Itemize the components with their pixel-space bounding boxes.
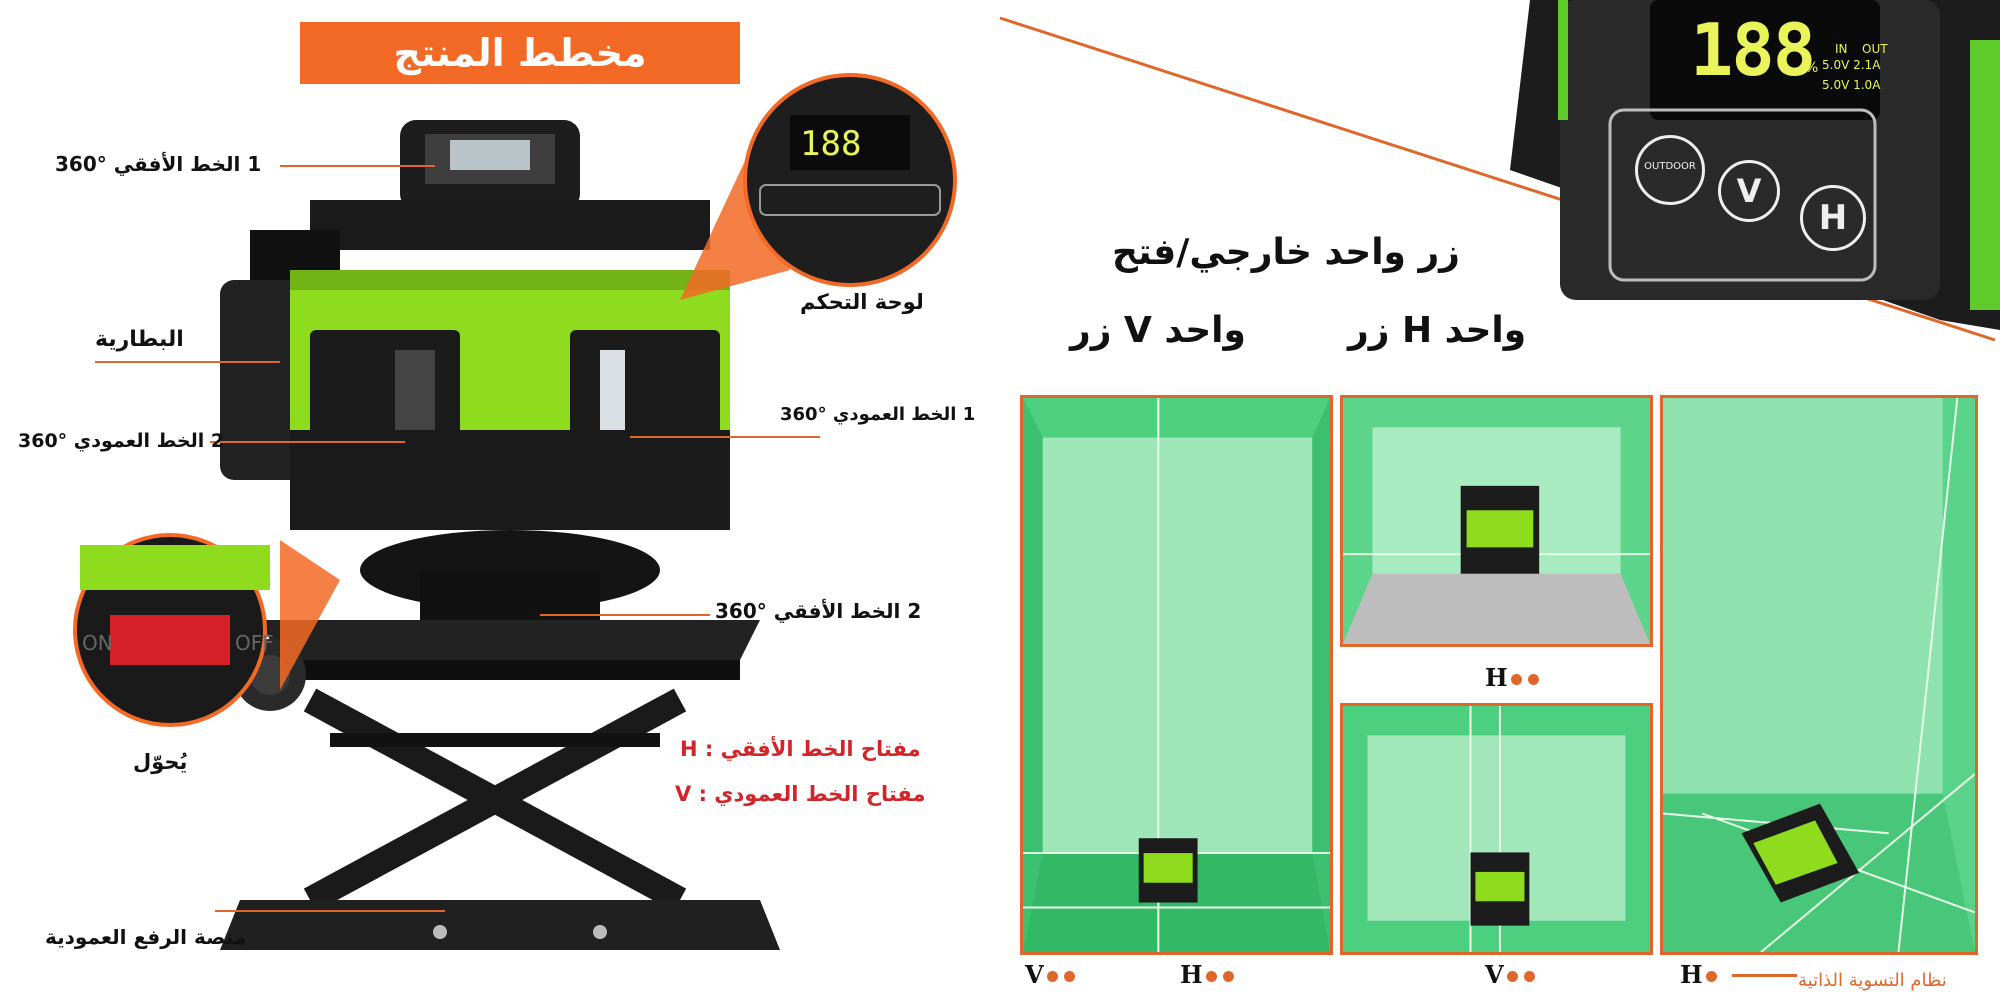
h-button[interactable]: H [1800,185,1866,251]
body-top [310,200,710,250]
lcd-out-label: OUT [1862,42,1888,56]
caption-panel1-h: H [1180,960,1237,989]
body-lower [290,430,730,530]
headline-v-button: واحد V زر [1070,310,1246,351]
label-lift-platform: منصة الرفع العمودية [45,925,247,949]
headline-h-button: واحد H زر [1348,310,1527,351]
leader-h2 [540,614,710,616]
power-switch [110,615,230,665]
lift-platform-base [220,900,780,950]
control-panel-closeup [999,0,2000,342]
room-panel-v [1340,703,1653,955]
caption-panel3-v: V [1485,960,1538,989]
headline-outdoor-button: زر واحد خارجي/فتح [1112,232,1460,273]
label-horizontal-line-2: 2 الخط الأفقي °360 [715,599,922,623]
svg-text:ON: ON [82,631,113,655]
room-panel-self-leveling [1660,395,1978,955]
leader-lift [215,910,445,912]
room-panel-vh [1020,395,1333,955]
product-diagram-title: مخطط المنتج [300,22,740,84]
switch-zoom: ON OFF [73,533,340,727]
label-switch: يُحوّل [133,750,188,774]
caption-panel4-h: H [1680,960,1797,989]
outdoor-button[interactable]: OUTDOOR [1635,135,1705,205]
label-vertical-line-1: 1 الخط العمودي °360 [780,404,976,425]
caption-self-leveling: نظام التسوية الذاتية [1798,970,1947,991]
label-horizontal-line-1: 1 الخط الأفقي °360 [55,152,262,176]
room-panel-h [1340,395,1653,647]
laser-level-illustration [220,120,780,950]
leader-battery [95,361,280,363]
svg-text:188: 188 [800,124,861,164]
label-battery: البطارية [95,327,184,352]
v-button[interactable]: V [1718,160,1780,222]
caption-panel2-h: H [1485,663,1542,692]
button-strip [1608,108,1877,282]
svg-text:OFF: OFF [235,631,274,655]
lcd-row2: 5.0V 1.0A [1822,78,1881,92]
caption-panel1-v: V [1025,960,1078,989]
lcd-in-label: IN [1835,42,1848,56]
label-h-key: مفتاح الخط الأفقي : H [680,737,921,761]
leader-v1 [630,436,820,438]
lcd-row1: 5.0V 2.1A [1822,58,1881,72]
leader-v2 [210,441,405,443]
control-panel-zoom: 188 [680,73,957,300]
leader-h1 [280,165,435,167]
label-control-panel: لوحة التحكم [800,290,924,314]
lcd-digits: 188 [1690,8,1816,92]
caption-leader [1732,974,1797,977]
lcd-percent: % [1805,60,1819,76]
lift-platform-top [260,620,760,660]
label-v-key: مفتاح الخط العمودي : V [675,782,926,806]
label-vertical-line-2: 2 الخط العمودي °360 [18,430,225,452]
lcd-display [1650,0,1880,120]
